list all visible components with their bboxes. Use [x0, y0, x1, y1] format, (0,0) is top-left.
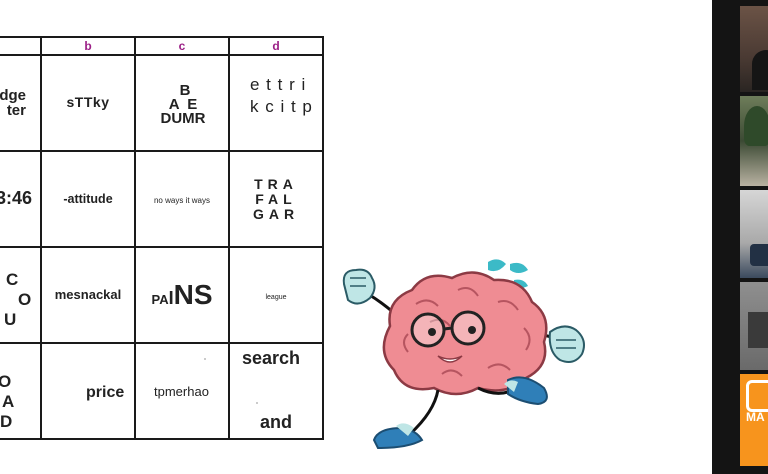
cell-4b: price [40, 342, 136, 440]
grid-row-2: 3:46 -attitude no ways it ways TRA FAL G… [0, 150, 324, 248]
grid-row-4: O A D price tpmerhao search and [0, 342, 324, 440]
cell-3a-letter1: C [6, 270, 19, 289]
glasses-icon [410, 310, 486, 348]
cell-3c-i: I [168, 288, 174, 308]
cell-2b: -attitude [40, 150, 136, 248]
cell-1d-top: e t t r i [250, 75, 307, 94]
participant-tile-1[interactable] [740, 6, 768, 92]
cell-1a: dge ter [0, 54, 42, 152]
cell-2c: no ways it ways [134, 150, 230, 248]
cell-2d-line1: TRA [254, 175, 298, 192]
cell-1a-line2: ter [6, 102, 26, 119]
participant-tile-4[interactable] [740, 282, 768, 370]
participant-3-object [750, 244, 768, 266]
cell-4c-text: tpmerhao [154, 384, 209, 399]
grid-row-3: C O U mesnackal PAINS league [0, 246, 324, 344]
cell-4c-dot [204, 358, 206, 360]
cell-4a-letter3: D [0, 412, 13, 431]
cell-4d-top: search [242, 348, 301, 368]
cell-3b: mesnackal [40, 246, 136, 344]
cell-4b-text: price [86, 384, 125, 401]
presentation-slide: b c d dge ter sTTky B A E DUMR [0, 36, 585, 450]
cell-3d-text: league [265, 294, 287, 301]
cell-2b-text: -attitude [63, 192, 113, 206]
grid-row-1: dge ter sTTky B A E DUMR e t t r i k c i… [0, 54, 324, 152]
cell-3a: C O U [0, 246, 42, 344]
logo-text: MA [746, 410, 765, 424]
cell-1d-bottom: k c i t p [250, 97, 313, 116]
cell-1b-text: sTTky [66, 94, 110, 110]
participants-panel: MA [712, 0, 768, 474]
cell-3c: PAINS [134, 246, 230, 344]
grid-header-row: b c d [0, 36, 324, 56]
brain-body-icon [382, 271, 548, 396]
cell-3b-text: mesnackal [54, 287, 122, 302]
cell-4a: O A D [0, 342, 42, 440]
cell-3a-letter2: O [18, 290, 32, 309]
grid-header-d: d [228, 36, 324, 56]
cell-1c-line3: DUMR [160, 110, 206, 127]
cell-4d-bottom: and [260, 412, 293, 432]
left-sneaker-icon [372, 423, 424, 450]
cell-2c-text: no ways it ways [153, 196, 211, 205]
right-glove-icon [548, 325, 585, 363]
cell-3a-letter3: U [4, 310, 17, 329]
running-brain-illustration [342, 259, 585, 450]
cell-3c-a: A [159, 292, 169, 307]
participant-tile-2[interactable] [740, 96, 768, 186]
right-sneaker-icon [504, 376, 548, 406]
cell-3c-p: P [151, 292, 160, 307]
cell-2d-line3: GAR [252, 205, 300, 222]
cell-1c: B A E DUMR [134, 54, 230, 152]
cell-3c-text: PAINS [151, 279, 212, 310]
cell-4d: search and [228, 342, 324, 440]
grid-header-c: c [134, 36, 230, 56]
participant-tile-5[interactable]: MA [740, 374, 768, 466]
grid-header-a [0, 36, 42, 56]
puzzle-grid: b c d dge ter sTTky B A E DUMR [0, 36, 324, 440]
cell-4a-letter1: O [0, 372, 11, 392]
cell-1a-line1: dge [0, 87, 26, 104]
cell-2d-line2: FAL [255, 190, 297, 207]
cell-2d: TRA FAL GAR [228, 150, 324, 248]
cell-1d: e t t r i k c i t p [228, 54, 324, 152]
participant-1-silhouette [752, 50, 768, 90]
participant-2-plant [744, 106, 768, 146]
left-glove-icon [342, 268, 376, 305]
participant-4-object [748, 312, 768, 348]
cell-2a-text: 3:46 [0, 188, 32, 208]
cell-2a: 3:46 [0, 150, 42, 248]
cell-1c-line2: A E [168, 96, 198, 113]
cell-4a-letter2: A [2, 392, 15, 411]
participant-tile-3[interactable] [740, 190, 768, 278]
grid-header-b: b [40, 36, 136, 56]
cell-4c: tpmerhao [134, 342, 230, 440]
cell-3d: league [228, 246, 324, 344]
logo-shape-icon [746, 380, 768, 412]
cell-4d-dot [256, 402, 258, 404]
cell-1b: sTTky [40, 54, 136, 152]
cell-3c-ns: NS [173, 279, 213, 310]
cell-1c-line1: B [179, 82, 191, 99]
